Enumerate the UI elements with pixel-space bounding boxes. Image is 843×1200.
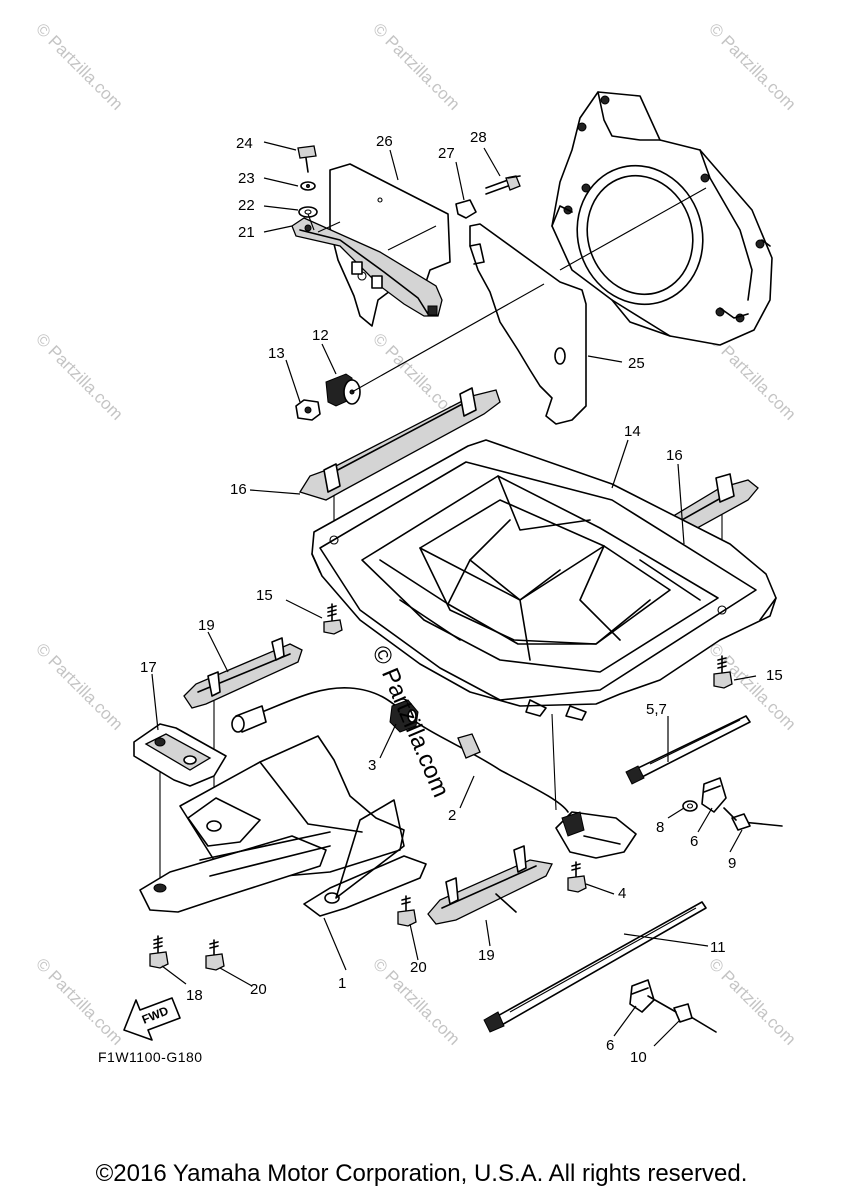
callout-20-left: 20 <box>250 981 267 998</box>
frame-14 <box>311 439 777 721</box>
callout-5-7: 5,7 <box>646 701 667 718</box>
watermark: © Partzilla.com <box>32 329 126 423</box>
callout-leaders <box>151 141 757 1047</box>
callout-13: 13 <box>268 345 285 362</box>
rail-16-left <box>299 387 501 501</box>
engine-mount-plate <box>551 91 773 346</box>
callout-24: 24 <box>236 135 253 152</box>
base-1 <box>139 735 427 917</box>
screw-18 <box>149 935 169 969</box>
callout-16-right: 16 <box>666 447 683 464</box>
callout-15-right: 15 <box>766 667 783 684</box>
plate-25 <box>469 223 587 425</box>
callout-19-lower: 19 <box>478 947 495 964</box>
watermark: © Partzilla.com <box>369 19 463 113</box>
callout-26: 26 <box>376 133 393 150</box>
clip-10 <box>647 995 717 1033</box>
clip-9 <box>723 807 783 831</box>
cable-2 <box>231 687 637 859</box>
callout-labels: 24 23 22 21 26 27 28 25 12 13 14 16 16 1… <box>140 129 783 1066</box>
callout-8: 8 <box>656 819 664 836</box>
diagram-code: F1W1100-G180 <box>98 1049 203 1065</box>
rubber-mount-12 <box>295 373 361 421</box>
callout-12: 12 <box>312 327 329 344</box>
watermark: © Partzilla.com <box>32 19 126 113</box>
callout-2: 2 <box>448 807 456 824</box>
watermark: © Partzilla.com <box>705 954 799 1048</box>
screw-15-left <box>323 603 343 635</box>
clamp-6-upper <box>701 777 727 813</box>
callout-4: 4 <box>618 885 626 902</box>
callout-16-left: 16 <box>230 481 247 498</box>
screw-15-right <box>713 655 733 689</box>
callout-21: 21 <box>238 224 255 241</box>
callout-25: 25 <box>628 355 645 372</box>
callout-19-upper: 19 <box>198 617 215 634</box>
callout-14: 14 <box>624 423 641 440</box>
copyright-notice: ©2016 Yamaha Motor Corporation, U.S.A. A… <box>95 1160 748 1187</box>
callout-9: 9 <box>728 855 736 872</box>
hardware-top <box>297 145 521 219</box>
callout-3: 3 <box>368 757 376 774</box>
screw-4 <box>567 861 587 893</box>
callout-6-upper: 6 <box>690 833 698 850</box>
washer-8 <box>682 800 698 812</box>
arm-21 <box>291 217 443 317</box>
watermark: © Partzilla.com <box>32 639 126 733</box>
callout-10: 10 <box>630 1049 647 1066</box>
callout-17: 17 <box>140 659 157 676</box>
callout-23: 23 <box>238 170 255 187</box>
cable-tie-11 <box>483 901 707 1033</box>
callout-28: 28 <box>470 129 487 146</box>
callout-1: 1 <box>338 975 346 992</box>
callout-15-left: 15 <box>256 587 273 604</box>
screw-20-middle <box>397 895 417 927</box>
callout-20-middle: 20 <box>410 959 427 976</box>
seat-19-lower <box>427 845 553 925</box>
cable-tie-5-7 <box>625 715 751 785</box>
seat-19-upper <box>183 637 303 709</box>
clamp-6-lower <box>629 979 655 1013</box>
watermark: © Partzilla.com <box>705 19 799 113</box>
callout-11: 11 <box>710 939 726 956</box>
pad-17 <box>133 723 227 787</box>
screw-20-left <box>205 939 225 971</box>
fwd-arrow-icon: FWD <box>123 997 181 1041</box>
watermark: © Partzilla.com <box>32 954 126 1048</box>
callout-6-lower: 6 <box>606 1037 614 1054</box>
callout-27: 27 <box>438 145 455 162</box>
callout-22: 22 <box>238 197 255 214</box>
callout-18: 18 <box>186 987 203 1004</box>
